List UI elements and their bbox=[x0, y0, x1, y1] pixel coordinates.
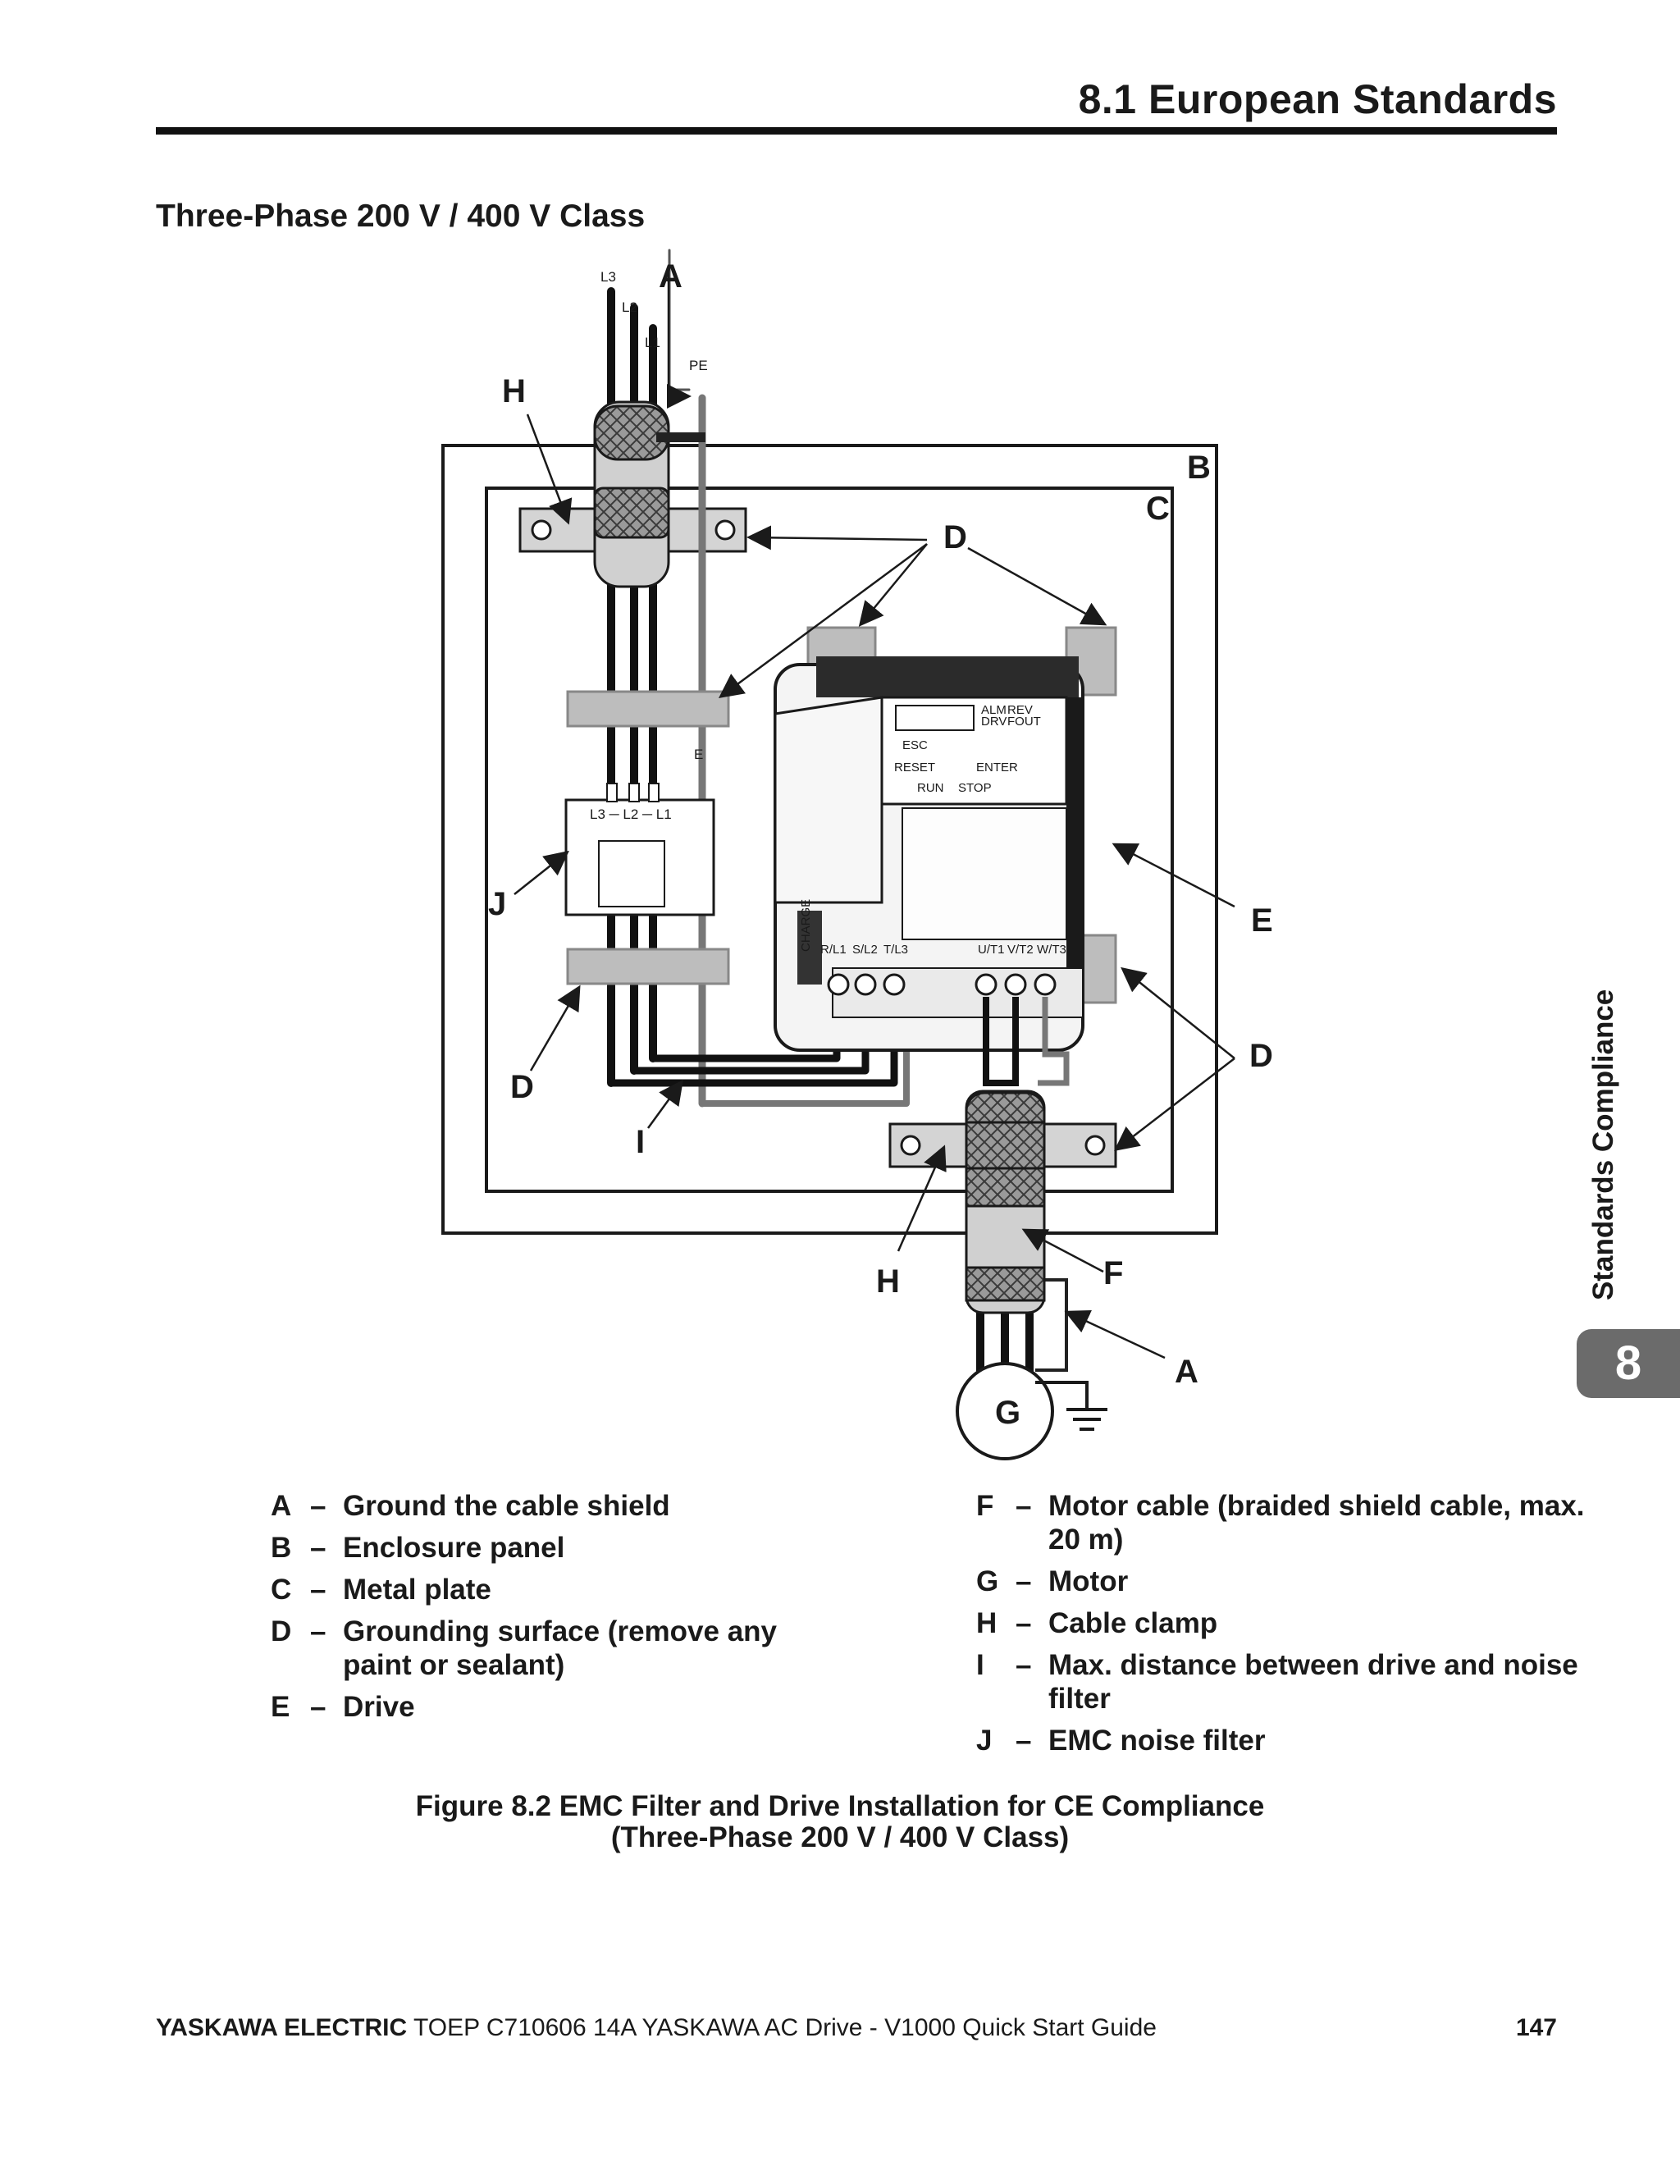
enclosure-panel bbox=[441, 444, 1218, 1235]
emc-installation-diagram: A B C D E D H J D I H F A G L3 L2 L1 PE … bbox=[441, 249, 1273, 1460]
motor bbox=[956, 1362, 1054, 1460]
page-number: 147 bbox=[1515, 2014, 1557, 2041]
legend-item-c: C–Metal plate bbox=[271, 1574, 491, 1606]
figure-caption: Figure 8.2 EMC Filter and Drive Installa… bbox=[0, 1791, 1680, 1853]
ground-symbol bbox=[1035, 1381, 1107, 1431]
label-l3: L3 bbox=[600, 269, 616, 285]
legend-item-g: G–Motor bbox=[976, 1565, 1129, 1597]
legend-right: F–Motor cable (braided shield cable, max… bbox=[976, 1489, 1585, 1766]
led-alm: ALM bbox=[981, 703, 1007, 717]
caption-line-1: Figure 8.2 EMC Filter and Drive Installa… bbox=[415, 1790, 1265, 1822]
callout-g: G bbox=[995, 1395, 1020, 1431]
footer-brand: YASKAWA ELECTRIC bbox=[156, 2014, 408, 2041]
callout-d-left: D bbox=[510, 1069, 534, 1105]
section-title: 8.1 European Standards bbox=[1078, 76, 1557, 122]
terminal-r-l1: R/L1 bbox=[820, 943, 847, 957]
callout-j: J bbox=[488, 886, 506, 922]
callout-h-top: H bbox=[502, 373, 526, 409]
label-l1: L1 bbox=[645, 335, 660, 350]
led-drv: DRV bbox=[981, 715, 1007, 729]
callout-f: F bbox=[1103, 1255, 1123, 1291]
callout-d-top: D bbox=[943, 519, 967, 555]
led-fout: FOUT bbox=[1007, 715, 1041, 729]
legend-left: A–Ground the cable shield B–Enclosure pa… bbox=[271, 1489, 845, 1732]
key-run: RUN bbox=[917, 781, 944, 795]
grounding-surface-filter-bottom bbox=[566, 948, 730, 985]
callout-c: C bbox=[1146, 491, 1170, 527]
caption-line-2: (Three-Phase 200 V / 400 V Class) bbox=[610, 1821, 1070, 1853]
subheading: Three-Phase 200 V / 400 V Class bbox=[156, 199, 646, 234]
side-tab-label: Standards Compliance bbox=[1587, 989, 1619, 1300]
callout-e: E bbox=[1251, 902, 1273, 939]
legend-item-e: E–Drive bbox=[271, 1691, 415, 1723]
emc-noise-filter bbox=[564, 783, 715, 916]
footer: YASKAWA ELECTRIC TOEP C710606 14A YASKAW… bbox=[156, 2014, 1557, 2042]
header-rule bbox=[156, 127, 1557, 135]
key-enter: ENTER bbox=[976, 761, 1018, 774]
metal-plate bbox=[485, 487, 1174, 1193]
key-stop: STOP bbox=[958, 781, 992, 795]
led-rev: REV bbox=[1007, 703, 1033, 717]
callout-a-top: A bbox=[659, 258, 682, 295]
legend-item-a: A–Ground the cable shield bbox=[271, 1490, 670, 1522]
legend-item-f: F–Motor cable (braided shield cable, max… bbox=[976, 1490, 1585, 1556]
terminal-w-t3: W/T3 bbox=[1037, 943, 1066, 957]
terminal-v-t2: V/T2 bbox=[1007, 943, 1034, 957]
callout-a-bottom: A bbox=[1175, 1354, 1198, 1390]
cable-clamp-bottom bbox=[888, 1121, 1117, 1170]
legend-item-h: H–Cable clamp bbox=[976, 1607, 1218, 1639]
label-l2: L2 bbox=[622, 299, 637, 315]
terminal-s-l2: S/L2 bbox=[852, 943, 878, 957]
legend-item-d: D–Grounding surface (remove any paint or… bbox=[271, 1615, 778, 1681]
footer-doc-title: TOEP C710606 14A YASKAWA AC Drive - V100… bbox=[407, 2014, 1157, 2041]
legend-item-i: I–Max. distance between drive and noise … bbox=[976, 1649, 1578, 1715]
legend-item-b: B–Enclosure panel bbox=[271, 1532, 565, 1564]
legend-item-j: J–EMC noise filter bbox=[976, 1725, 1266, 1757]
callout-h-bottom: H bbox=[876, 1263, 900, 1300]
filter-terminal-labels: L3 ─ L2 ─ L1 bbox=[590, 806, 672, 822]
key-esc: ESC bbox=[902, 738, 928, 752]
terminal-u-t1: U/T1 bbox=[978, 943, 1005, 957]
label-e: E bbox=[694, 747, 703, 762]
footer-doc-info: YASKAWA ELECTRIC TOEP C710606 14A YASKAW… bbox=[156, 2014, 1157, 2041]
callout-b: B bbox=[1187, 450, 1211, 486]
label-pe: PE bbox=[689, 358, 708, 373]
callout-d-right: D bbox=[1249, 1038, 1273, 1074]
terminal-t-l3: T/L3 bbox=[883, 943, 908, 957]
key-reset: RESET bbox=[894, 761, 935, 774]
chapter-tab: 8 bbox=[1577, 1329, 1680, 1398]
grounding-surface-filter-top bbox=[566, 690, 730, 728]
callout-i: I bbox=[636, 1124, 645, 1160]
drive bbox=[774, 656, 1084, 1052]
charge-label: CHARGE bbox=[799, 899, 813, 952]
